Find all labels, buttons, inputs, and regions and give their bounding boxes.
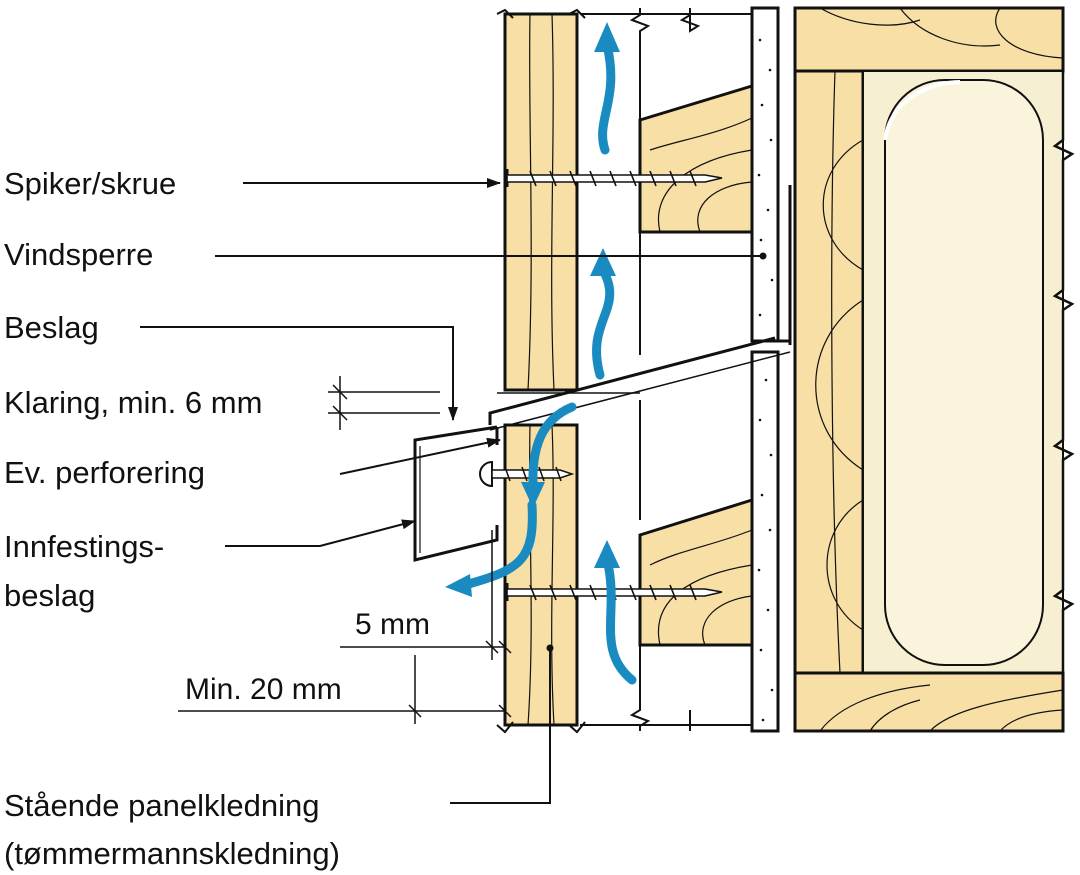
label-fastening-line2: beslag <box>4 578 95 613</box>
label-clearance: Klaring, min. 6 mm <box>4 385 262 420</box>
dimension-5mm <box>340 530 512 660</box>
label-panel-cladding-line1: Stående panelkledning <box>4 788 319 823</box>
airflow-arrowheads <box>445 22 620 597</box>
nail-screw-upper <box>505 169 723 187</box>
leader-dots <box>546 252 767 652</box>
wind-barrier-boards <box>750 6 792 733</box>
label-nail-screw: Spiker/skrue <box>4 166 176 201</box>
label-dimension-5mm: 5 mm <box>355 608 430 641</box>
label-perforation: Ev. perforering <box>4 455 205 490</box>
dimension-20mm <box>178 655 512 724</box>
air-gap <box>580 8 752 731</box>
airflow-arrows <box>460 40 637 685</box>
label-flashing: Beslag <box>4 310 99 345</box>
top-plate <box>793 6 1065 73</box>
panel-cladding-upper <box>496 8 586 392</box>
fastening-flashing <box>413 425 499 562</box>
label-wind-barrier: Vindsperre <box>4 237 153 272</box>
counter-batten-upper <box>638 83 754 234</box>
label-fastening-line1: Innfestings- <box>4 529 164 564</box>
counter-batten-lower <box>638 497 754 647</box>
dimension-clearance <box>328 376 440 430</box>
fastening-screw <box>479 460 575 488</box>
leader-lines <box>140 178 763 804</box>
label-dimension-20mm: Min. 20 mm <box>185 673 342 706</box>
flashing <box>488 336 791 431</box>
stud <box>793 69 865 675</box>
bottom-plate <box>793 671 1065 733</box>
label-panel-cladding-line2: (tømmermannskledning) <box>4 836 340 871</box>
wall-frame <box>793 6 1075 733</box>
